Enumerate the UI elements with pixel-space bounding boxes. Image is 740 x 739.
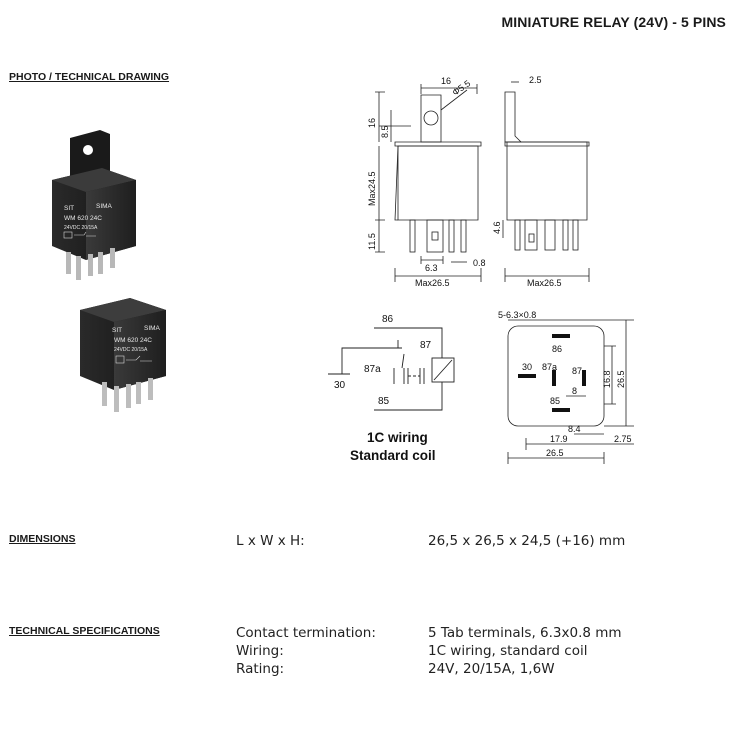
dim-ear-hole: 8.5 [380,125,390,138]
wiring-caption-1: 1C wiring [367,430,428,445]
spec-key-rating: Rating: [236,661,285,677]
dim-bracket: 2.5 [529,75,542,85]
dim-tab-thick: 0.8 [473,258,486,268]
pin-87-label: 87 [420,340,432,351]
section-photo-label: PHOTO / TECHNICAL DRAWING [9,71,170,83]
fp-tabs: 5-6.3×0.8 [498,310,536,320]
pin-30-label: 30 [334,380,346,391]
relay-logo: SIT [64,205,74,212]
dim-max-width-side: Max26.5 [527,278,562,288]
fp-87a: 87a [542,362,557,372]
relay2-brand: SIMA [144,325,161,332]
section-dimensions-label: DIMENSIONS [9,533,76,545]
fp-d16-8: 16.8 [602,370,612,388]
fp-86: 86 [552,344,562,354]
dimensions-value: 26,5 x 26,5 x 24,5 (+16) mm [428,533,626,549]
fp-87: 87 [572,366,582,376]
pin-86-label: 86 [382,314,394,325]
dim-top-width: 16 [441,76,451,86]
section-specs-label: TECHNICAL SPECIFICATIONS [9,625,160,637]
relay-rating: 24VDC 20/15A [64,225,98,231]
page-title: MINIATURE RELAY (24V) - 5 PINS [501,14,726,30]
spec-key-termination: Contact termination: [236,625,376,641]
fp-d8: 8 [572,386,577,396]
relay-brand: SIMA [96,203,113,210]
technical-drawing: 16 Φ5.5 2.5 16 8.5 Max24.5 11.5 4.6 6.3 … [367,75,590,288]
fp-d8-4: 8.4 [568,424,581,434]
dimensions-key: L x W x H: [236,533,305,549]
spec-val-termination: 5 Tab terminals, 6.3x0.8 mm [428,625,622,641]
pin-85-label: 85 [378,396,390,407]
relay2-logo: SIT [112,327,122,334]
dim-ear-height: 16 [367,118,377,128]
spec-val-rating: 24V, 20/15A, 1,6W [428,661,555,677]
fp-30: 30 [522,362,532,372]
dim-tab-width: 6.3 [425,263,438,273]
fp-d26-5h: 26.5 [546,448,564,458]
wiring-diagram: 86 87 87a 30 85 1C wiring Standard coil [328,314,455,463]
relay-photo-plain: SIT SIMA WM 620 24C 24VDC 20/15A [80,298,166,412]
pin-87a-label: 87a [364,364,381,375]
dim-max-width-front: Max26.5 [415,278,450,288]
footprint-drawing: 5-6.3×0.8 86 30 87a 87 85 8 16.8 26.5 8.… [498,310,634,464]
spec-key-wiring: Wiring: [236,643,284,659]
fp-d17-9: 17.9 [550,434,568,444]
fp-d26-5v: 26.5 [616,370,626,388]
wiring-caption-2: Standard coil [350,448,436,463]
dim-pin-side: 4.6 [492,221,502,234]
relay-model: WM 620 24C [64,215,102,222]
spec-val-wiring: 1C wiring, standard coil [428,643,588,659]
dim-body-height: Max24.5 [367,171,377,206]
fp-d2-75: 2.75 [614,434,632,444]
relay2-rating: 24VDC 20/15A [114,347,148,353]
dim-pin-length: 11.5 [367,233,377,250]
fp-85: 85 [550,396,560,406]
relay-photo-with-bracket: SIT SIMA WM 620 24C 24VDC 20/15A [52,130,136,280]
relay2-model: WM 620 24C [114,337,152,344]
